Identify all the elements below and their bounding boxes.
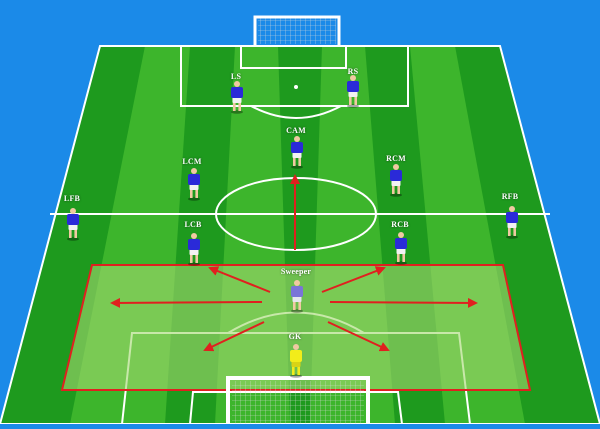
movement-arrows — [110, 174, 478, 352]
player-ls — [231, 81, 243, 114]
player-lcm — [188, 168, 200, 201]
player-rfb — [506, 206, 518, 239]
player-gk — [290, 344, 302, 378]
label-lfb: LFB — [63, 194, 81, 203]
label-rfb: RFB — [501, 192, 519, 201]
player-cam — [291, 136, 303, 169]
player-lcb — [188, 233, 200, 266]
player-rcm — [390, 164, 402, 197]
player-rs — [347, 75, 359, 108]
label-lcb: LCB — [184, 220, 202, 229]
label-rcm: RCM — [386, 154, 406, 163]
label-rcb: RCB — [391, 220, 409, 229]
label-gk: GK — [288, 332, 302, 341]
sweeper-zone — [60, 264, 532, 391]
player-lfb — [67, 208, 79, 241]
label-cam: CAM — [286, 126, 306, 135]
label-sweeper: Sweeper — [280, 267, 312, 276]
top-goal — [253, 15, 341, 46]
label-rs: RS — [347, 67, 359, 76]
label-ls: LS — [230, 72, 242, 81]
player-rcb — [395, 232, 407, 265]
player-sweeper — [291, 280, 303, 313]
bottom-goal — [226, 376, 370, 424]
label-lcm: LCM — [182, 157, 202, 166]
